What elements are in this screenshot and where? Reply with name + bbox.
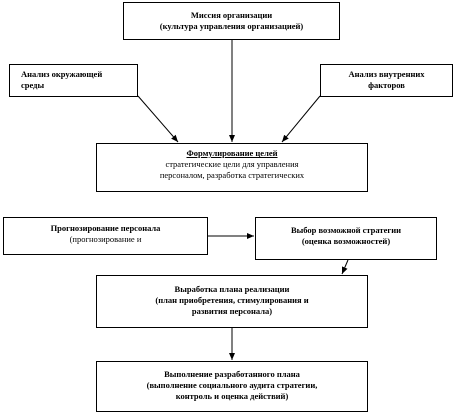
internal-analysis-box: Анализ внутренних факторов <box>320 64 453 97</box>
exec-title: Выполнение разработанного плана <box>164 369 300 379</box>
strategy-choice-line2: (оценка возможностей) <box>301 236 391 246</box>
forecast-box: Прогнозирование персонала (прогнозирован… <box>3 217 208 255</box>
exec-line3: контроль и оценка действий) <box>175 391 289 401</box>
exec-line2: (выполнение социального аудита стратегии… <box>146 380 318 390</box>
mission-box: Миссия организации (культура управления … <box>123 2 340 40</box>
plan-line2: (план приобретения, стимулирования и <box>155 295 309 305</box>
strategy-choice-title: Выбор возможной стратегии <box>290 225 402 235</box>
mission-title: Миссия организации <box>190 10 273 20</box>
goals-line3: персоналом, разработка стратегических <box>159 170 305 180</box>
arrow-internal-to-goals <box>281 95 321 143</box>
plan-title: Выработка плана реализации <box>174 284 290 294</box>
plan-box: Выработка плана реализации (план приобре… <box>96 275 368 328</box>
plan-line3: развития персонала) <box>191 306 273 316</box>
internal-analysis-line2: факторов <box>368 80 405 90</box>
goals-title: Формулирование целей <box>186 148 278 158</box>
forecast-title: Прогнозирование персонала <box>50 223 161 233</box>
env-analysis-line2: среды <box>21 80 45 90</box>
mission-subtitle: (культура управления организацией) <box>159 21 304 31</box>
strategy-choice-box: Выбор возможной стратегии (оценка возмож… <box>255 217 437 260</box>
goals-line2: стратегические цели для управления <box>165 159 299 169</box>
goals-box: Формулирование целей стратегические цели… <box>96 143 368 192</box>
env-analysis-box: Анализ окружающей среды <box>9 64 138 97</box>
env-analysis-line1: Анализ окружающей <box>21 69 103 79</box>
arrow-choice-to-plan <box>341 259 349 275</box>
forecast-line2: (прогнозирование и <box>69 234 142 244</box>
arrow-env-to-goals <box>137 95 179 143</box>
exec-box: Выполнение разработанного плана (выполне… <box>96 361 368 412</box>
internal-analysis-line1: Анализ внутренних <box>348 69 425 79</box>
